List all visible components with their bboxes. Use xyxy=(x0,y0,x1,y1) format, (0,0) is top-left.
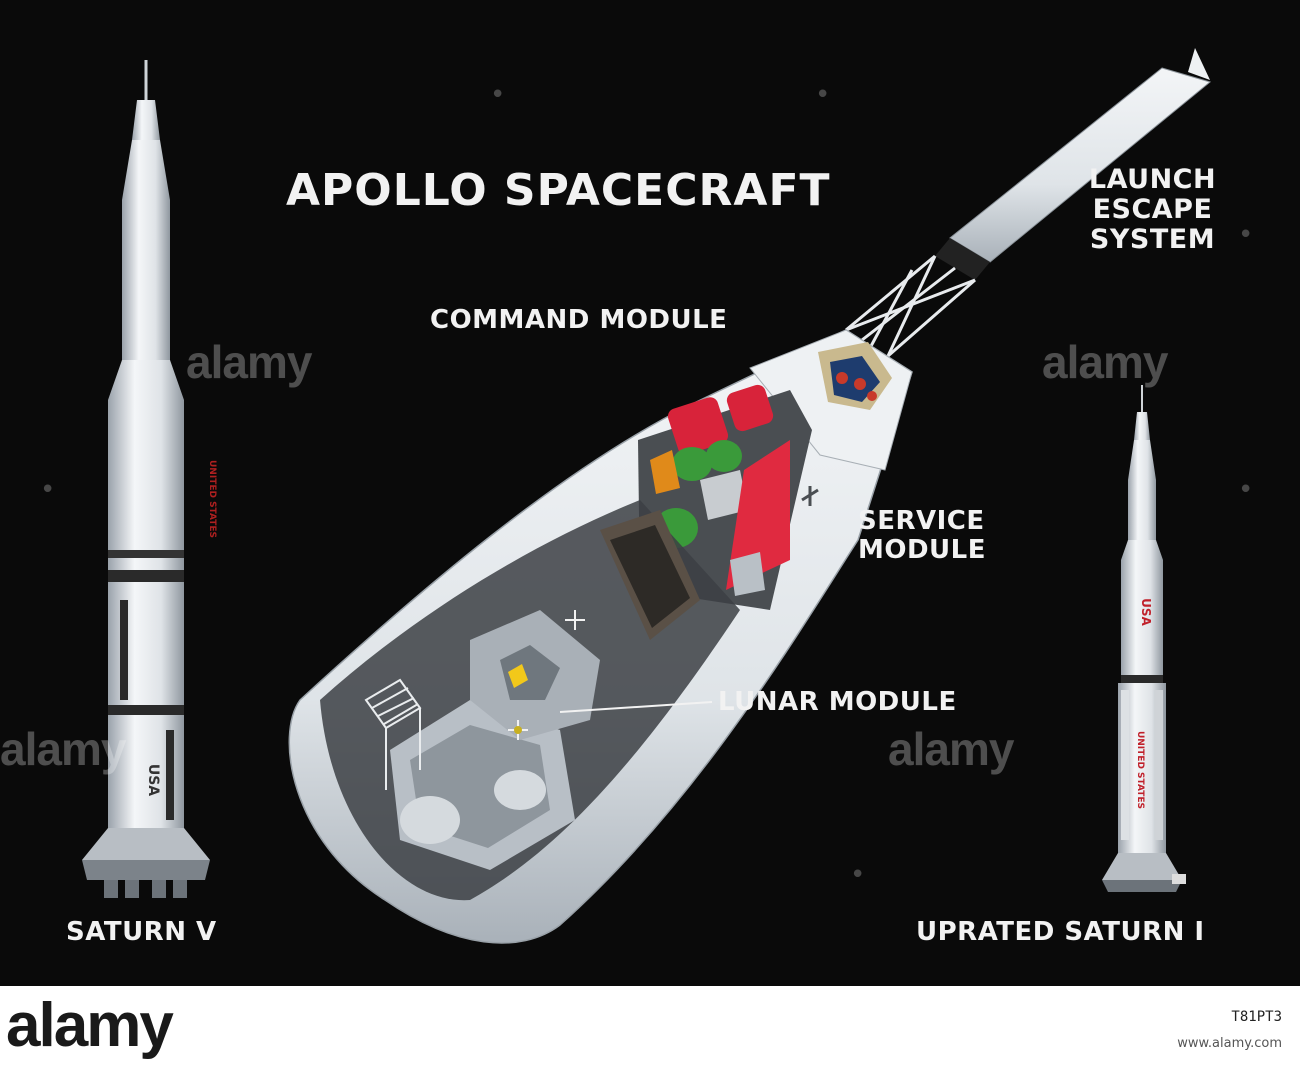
saturn-v-stage-marking: UNITED STATES xyxy=(207,460,217,538)
saturn-ib-united-states-marking: UNITED STATES xyxy=(1135,731,1145,809)
uprated-saturn-i-rocket: USA UNITED STATES xyxy=(1102,385,1186,892)
rcs-quad xyxy=(801,486,819,506)
watermark: alamy xyxy=(888,723,1014,775)
escape-tower-truss xyxy=(845,254,976,358)
alamy-logo: alamy xyxy=(6,991,174,1060)
sm-fuel-tank xyxy=(726,440,790,590)
lunar-module-leader-line xyxy=(559,701,713,713)
saturn-v-fins xyxy=(82,828,210,860)
watermark-dot: • xyxy=(815,80,831,110)
lm-tank xyxy=(400,796,460,844)
sm-green-tank xyxy=(706,440,742,472)
saturn-v-rocket: UNITED STATES USA xyxy=(82,60,217,898)
lm-tank xyxy=(494,770,546,810)
poster: UNITED STATES USA xyxy=(0,0,1300,986)
saturn-v-usa-marking: USA xyxy=(145,764,161,796)
lm-ladder xyxy=(364,678,422,790)
saturn-v-engine xyxy=(125,880,139,898)
watermark: alamy xyxy=(1042,336,1168,388)
saturn-v-second-stage xyxy=(108,400,184,550)
saturn-v-third-stage xyxy=(122,200,170,360)
saturn-v-engine xyxy=(173,880,187,898)
diagram-title: APOLLO SPACECRAFT xyxy=(286,165,831,216)
watermark: alamy xyxy=(0,723,126,775)
sm-red-tank xyxy=(667,397,729,455)
label-launch-escape-system: LAUNCH ESCAPE SYSTEM xyxy=(1088,164,1217,256)
saturn-v-nose xyxy=(132,100,160,140)
saturn-v-engine xyxy=(152,880,166,898)
label-service-module: SERVICE MODULE xyxy=(858,506,986,566)
label-uprated-saturn-i: UPRATED SATURN I xyxy=(916,917,1205,947)
sm-green-tank xyxy=(672,447,712,481)
watermark: alamy xyxy=(186,336,312,388)
apollo-cutaway xyxy=(288,48,1212,944)
saturn-ib-usa-marking: USA xyxy=(1139,598,1153,626)
apollo-artwork: UNITED STATES USA xyxy=(82,48,1212,944)
label-saturn-v: SATURN V xyxy=(66,917,217,947)
lm-yellow-panel xyxy=(508,664,528,688)
site-url: www.alamy.com xyxy=(1177,1036,1282,1051)
launch-escape-system-graphic xyxy=(845,48,1212,358)
image-id: T81PT3 xyxy=(1231,1009,1282,1025)
watermark-dot: • xyxy=(850,860,866,890)
saturn-v-engine xyxy=(104,880,118,898)
watermark-dot: • xyxy=(490,80,506,110)
label-command-module: COMMAND MODULE xyxy=(430,305,728,335)
label-lunar-module: LUNAR MODULE xyxy=(718,687,957,717)
sm-red-tank xyxy=(726,384,774,432)
watermark-footer: alamy T81PT3 www.alamy.com xyxy=(0,986,1300,1073)
watermark-dot: • xyxy=(1238,475,1254,505)
lunar-module-bay xyxy=(320,500,740,901)
watermark-dot: • xyxy=(1238,220,1254,250)
saturn-ib-second-stage xyxy=(1121,560,1163,675)
watermark-dot: • xyxy=(40,475,56,505)
